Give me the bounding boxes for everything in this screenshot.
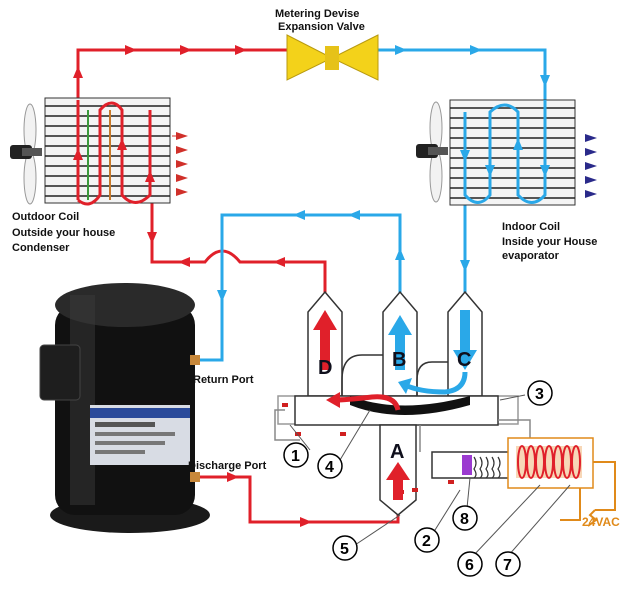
outdoor-label-line3: Condenser	[12, 242, 70, 254]
valve-label-line2: Expansion Valve	[278, 21, 365, 33]
expansion-valve	[286, 34, 379, 81]
outdoor-fan-icon	[10, 103, 42, 205]
callout-6: 6	[465, 557, 474, 574]
compressor	[39, 283, 210, 533]
chamber-b-label: B	[392, 349, 406, 371]
chamber-c-label: C	[457, 349, 471, 371]
cold-flow-arrows	[217, 45, 550, 302]
return-port-label: Return Port	[193, 374, 254, 386]
indoor-fan-icon	[416, 101, 448, 203]
power-label: 24VAC	[582, 515, 620, 529]
reversing-valve	[274, 290, 531, 516]
callout-8: 8	[460, 511, 469, 528]
discharge-port-label: Discharge Port	[188, 460, 267, 472]
indoor-label-line3: evaporator	[502, 250, 560, 262]
hot-line-top	[76, 48, 290, 100]
callout-7: 7	[503, 557, 512, 574]
outdoor-air-arrows	[172, 132, 188, 196]
callout-1: 1	[291, 448, 300, 465]
indoor-label-line2: Inside your House	[502, 236, 597, 248]
callout-4: 4	[325, 459, 334, 476]
outdoor-label-line1: Outdoor Coil	[12, 211, 79, 223]
hot-flow-arrows	[73, 45, 312, 527]
hot-line-discharge	[195, 475, 400, 524]
valve-label-line1: Metering Devise	[275, 8, 359, 20]
callout-5: 5	[340, 541, 349, 558]
solenoid-coil	[507, 437, 616, 527]
indoor-air-arrows	[585, 134, 597, 198]
chamber-d-label: D	[318, 357, 332, 379]
callout-3: 3	[535, 386, 544, 403]
outdoor-label-line2: Outside your house	[12, 227, 115, 239]
indoor-coil	[449, 99, 576, 206]
cold-line-top	[375, 48, 547, 100]
valve-flow-arrows	[313, 310, 477, 500]
outdoor-coil	[44, 97, 171, 206]
indoor-label-line1: Indoor Coil	[502, 221, 560, 233]
callout-2: 2	[422, 533, 431, 550]
callouts	[283, 380, 571, 577]
chamber-a-label: A	[390, 441, 404, 463]
cold-line-return	[200, 213, 402, 362]
